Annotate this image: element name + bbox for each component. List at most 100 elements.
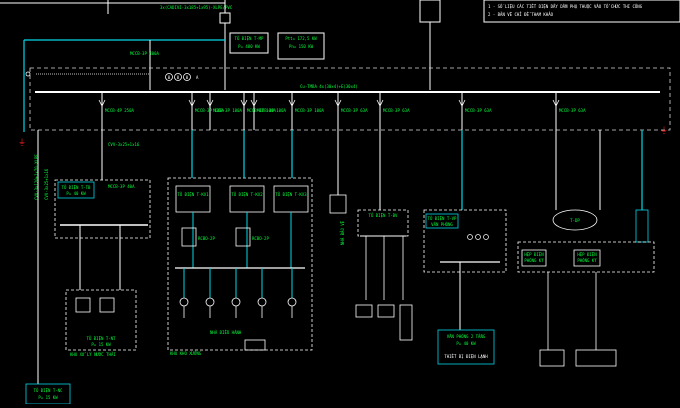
- subboard-box: [273, 185, 309, 213]
- board-b-frame: [167, 177, 313, 351]
- board-e-tag: T-DP: [570, 218, 580, 223]
- ammeter-group: 0 0 0 A: [165, 73, 199, 81]
- meter-value-3: 0: [186, 75, 189, 80]
- board-c-sub: NHÀ BẢO VỆ: [340, 220, 345, 245]
- board-b: TỦ ĐIỆN T-KX1 TỦ ĐIỆN T-KX2 TỦ ĐIỆN T-KX3R…: [167, 130, 313, 356]
- main-board-ptt: Ptt= 172,5 KW: [285, 36, 317, 41]
- board-a-title: TỦ ĐIỆN T-TB: [62, 185, 91, 190]
- board-d-note: THIẾT BỊ ĐIỆN LẠNH: [444, 354, 488, 359]
- subboard-2: TỦ ĐIỆN T-KX2: [229, 185, 265, 268]
- feeder-breaker-label: MCCB-3P 63A: [341, 108, 368, 113]
- feeder-breaker-label: MCCB-3P 63A: [559, 108, 586, 113]
- subboard-title: TỦ ĐIỆN T-KX2: [231, 192, 263, 197]
- load-icon: [257, 297, 267, 307]
- board-d: TỦ ĐIỆN T-VP VĂN PHÒNG VĂN PHÒNG 2 TẦNG …: [423, 130, 507, 365]
- breaker-symbol: [458, 99, 466, 107]
- load-3: [231, 268, 241, 318]
- incoming-section: MCCB-3P 400A 0 0 0 A: [23, 39, 225, 132]
- feeder-breaker-label: MCCB-3P 100A: [247, 108, 276, 113]
- board-a-frame: [54, 179, 151, 239]
- board-e-box2-title: HỆP ĐIỆN: [577, 252, 597, 257]
- board-b-subboards: TỦ ĐIỆN T-KX1 TỦ ĐIỆN T-KX2 TỦ ĐIỆN T-KX3R…: [175, 185, 309, 268]
- meter-value-1: 0: [168, 75, 171, 80]
- board-a-power: P= 40 KW: [66, 191, 86, 196]
- cable-label-1: CVV-3x120+1x70-XLPE: [34, 154, 39, 200]
- load-1: [179, 268, 189, 318]
- rcbo-box: [235, 227, 251, 247]
- board-e-frame: [517, 241, 655, 273]
- incoming-breaker: MCCB-3P 400A: [130, 51, 159, 56]
- load-icon: [287, 297, 297, 307]
- feeder-4: MCCB-3P 100A: [240, 92, 276, 130]
- breaker-symbol: [188, 99, 196, 107]
- board-e-box1-title: HỆP ĐIỆN: [524, 252, 544, 257]
- board-e: T-DP HỆP ĐIỆN PHÒNG KỸ HỆP ĐIỆN PHÒNG KỸ: [517, 130, 655, 367]
- load-icon: [205, 297, 215, 307]
- breaker-symbol: [206, 99, 214, 107]
- left-cable-labels: CVV-3x120+1x70-XLPE CVV-3x25+1x16: [34, 154, 49, 200]
- board-c: NHÀ BẢO VỆ TỦ ĐIỆN T-BV: [329, 130, 413, 341]
- board-d-sub: VĂN PHÒNG: [431, 222, 453, 227]
- board-d-lower-title: VĂN PHÒNG 2 TẦNG: [447, 334, 486, 339]
- feeder-breaker-label: MCCB-3P 100A: [213, 108, 242, 113]
- board-a-lower-power: P= 15 KW: [91, 342, 111, 347]
- feeder-breaker-label: MCCB-3P 63A: [465, 108, 492, 113]
- feeder-1: MCCB-4P 250A: [98, 92, 134, 130]
- subboard-1: TỦ ĐIỆN T-KX1: [175, 185, 211, 268]
- breaker-symbol: [334, 99, 342, 107]
- board-a-lower-frame: [65, 289, 137, 351]
- feeder-breaker-label: MCCB-3P 63A: [383, 108, 410, 113]
- feeder-9: MCCB-3P 63A: [458, 92, 492, 130]
- load-5: [287, 268, 297, 318]
- subboard-box: [229, 185, 265, 213]
- breaker-symbol: [240, 99, 248, 107]
- board-a-cable: CVV-3x25+1x16: [108, 142, 140, 147]
- subboard-title: TỦ ĐIỆN T-KX1: [177, 192, 209, 197]
- main-board-power: P= 480 KW: [238, 44, 260, 49]
- feeder-3: MCCB-3P 100A: [206, 92, 242, 130]
- board-a-bottom-board-sub: P= 15 KW: [38, 395, 58, 400]
- ground-icon-right: ⏚: [660, 126, 668, 135]
- board-c-title: TỦ ĐIỆN T-BV: [369, 213, 398, 218]
- transformer-symbol: [419, 0, 441, 23]
- feeder-breaker-label: MCCB-3P 100A: [257, 108, 286, 113]
- feeder-10: MCCB-3P 63A: [552, 92, 586, 130]
- main-board-pn: Pn= 150 KW: [289, 44, 314, 49]
- load-icon: [179, 297, 189, 307]
- board-b-bottom-label: KHU KHO XƯỞNG: [170, 351, 202, 356]
- board-a-bottom-board: TỦ ĐIỆN T-NC: [34, 388, 63, 393]
- breaker-symbol: [98, 99, 106, 107]
- subboard-3: TỦ ĐIỆN T-KX3: [273, 185, 309, 268]
- main-busbar: Cu-TMBA 4x(30x4)+E(30x4): [35, 84, 660, 93]
- rcbo-2: RCBO-2P: [235, 227, 269, 247]
- board-d-frame: [423, 209, 507, 273]
- note-line-1: 1 - SỐ LIỆU CÁC TIẾT DIỆN DÂY DẪN PHỤ TH…: [488, 4, 643, 9]
- feeder-6: MCCB-3P 100A: [288, 92, 324, 130]
- load-2: [205, 268, 215, 318]
- breaker-symbol: [288, 99, 296, 107]
- board-a-lower-label: TỦ ĐIỆN T-NT: [87, 336, 116, 341]
- meter-unit: A: [196, 75, 199, 80]
- feeder-breaker-label: MCCB-3P 100A: [295, 108, 324, 113]
- board-b-subtitle: NHÀ ĐIỀU HÀNH: [210, 330, 242, 335]
- feeder-8: MCCB-3P 63A: [376, 92, 410, 130]
- board-e-box2-sub: PHÒNG KỸ: [577, 258, 597, 263]
- rcbo-label: RCBO-2P: [252, 236, 269, 241]
- note-line-2: 2 - BẢN VẼ CHỈ ĐỂ THAM KHẢO: [488, 12, 554, 17]
- feeder-5: MCCB-3P 100A: [250, 92, 286, 130]
- main-breaker-symbol: [219, 12, 231, 24]
- rcbo-box: [181, 227, 197, 247]
- rcbo-label: RCBO-2P: [198, 236, 215, 241]
- header-area: 3x(CADIVI-3x185+1x95)-XLPE/PVC 1 - SỐ LI…: [0, 0, 680, 90]
- busbar-label: Cu-TMBA 4x(30x4)+E(30x4): [300, 84, 358, 89]
- board-b-loads: [179, 268, 297, 318]
- board-a-breaker: MCCB-3P 40A: [108, 184, 135, 189]
- load-4: [257, 268, 267, 318]
- rcbo-1: RCBO-2P: [181, 227, 215, 247]
- board-d-lower-sub: P= 40 KW: [456, 341, 476, 346]
- ground-markers: ⏚ ⏚: [18, 126, 668, 147]
- board-a: TỦ ĐIỆN T-TB P= 40 KW MCCB-3P 40A CVV-3x…: [25, 130, 151, 405]
- board-e-box1-sub: PHÒNG KỸ: [524, 258, 544, 263]
